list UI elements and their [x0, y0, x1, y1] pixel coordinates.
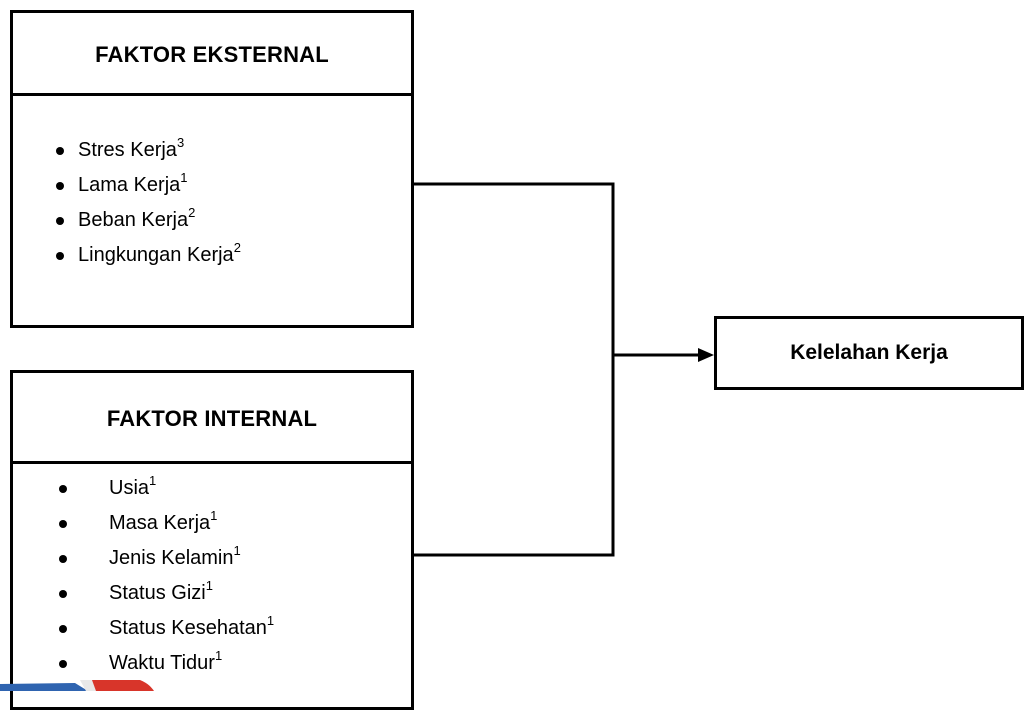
bullet-icon	[59, 485, 67, 493]
arrow-head-icon	[698, 348, 714, 362]
reference-number: 1	[180, 170, 188, 185]
bullet-icon	[59, 660, 67, 668]
reference-number: 1	[214, 648, 223, 663]
factor-item-text: Beban Kerja2	[78, 203, 195, 238]
factor-label: Beban Kerja	[78, 209, 189, 231]
factor-label: Usia	[109, 477, 150, 499]
factor-label: Status Gizi	[109, 582, 206, 604]
bullet-icon	[56, 217, 64, 225]
external-factors-title: FAKTOR EKSTERNAL	[95, 42, 329, 67]
connector-lines	[411, 182, 714, 557]
factor-item-text: Waktu Tidur1	[109, 646, 222, 681]
outcome-box: Kelelahan Kerja	[714, 316, 1024, 390]
factor-item-text: Lingkungan Kerja2	[78, 238, 241, 273]
internal-factors-title: FAKTOR INTERNAL	[106, 406, 318, 431]
factor-label: Lama Kerja	[78, 174, 181, 196]
factor-item-text: Stres Kerja3	[78, 133, 184, 168]
bullet-icon	[56, 182, 64, 190]
bullet-icon	[59, 555, 67, 563]
factor-item-text: Masa Kerja1	[109, 506, 217, 541]
factor-item-text: Status Gizi1	[109, 576, 213, 611]
reference-number: 1	[266, 613, 275, 628]
bullet-icon	[59, 590, 67, 598]
factor-item-text: Usia1	[109, 471, 156, 506]
reference-number: 1	[205, 578, 213, 593]
factor-label: Jenis Kelamin	[109, 547, 234, 569]
factor-label: Lingkungan Kerja	[78, 244, 234, 266]
bullet-icon	[59, 625, 67, 633]
reference-number: 1	[233, 543, 241, 558]
factor-item-text: Jenis Kelamin1	[109, 541, 241, 576]
factor-label: Masa Kerja	[109, 512, 211, 534]
reference-number: 3	[176, 135, 185, 150]
external-title-divider	[13, 93, 411, 96]
reference-number: 1	[210, 508, 218, 523]
factor-label: Status Kesehatan	[109, 617, 267, 639]
reference-number: 2	[233, 240, 241, 255]
bullet-icon	[56, 147, 64, 155]
bullet-icon	[59, 520, 67, 528]
reference-number: 2	[188, 205, 196, 220]
reference-number: 1	[149, 473, 157, 488]
internal-title-divider	[13, 461, 411, 464]
factor-item-text: Lama Kerja1	[78, 168, 188, 203]
corner-logo-icon	[0, 680, 154, 691]
factor-item-text: Status Kesehatan1	[109, 611, 274, 646]
bullet-icon	[56, 252, 64, 260]
outcome-label: Kelelahan Kerja	[790, 341, 948, 364]
factor-label: Stres Kerja	[78, 139, 177, 161]
factor-label: Waktu Tidur	[109, 652, 215, 674]
